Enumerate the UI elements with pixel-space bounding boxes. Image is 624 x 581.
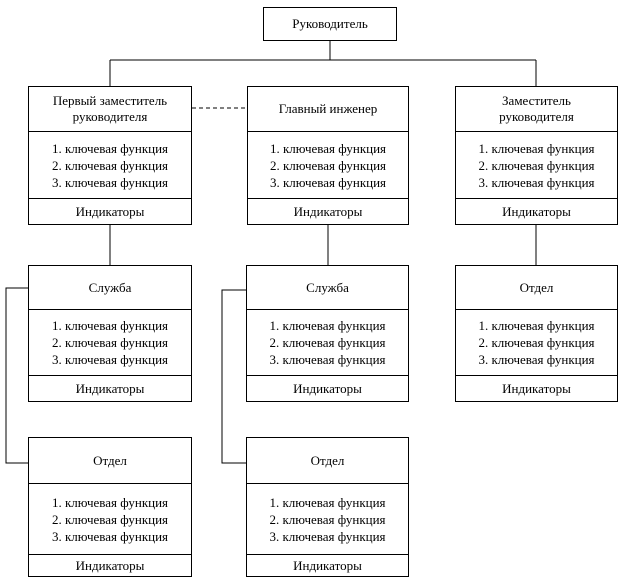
unit-department-3: Отдел 1. ключевая функция 2. ключевая фу… bbox=[455, 265, 618, 402]
function-item: 3. ключевая функция bbox=[51, 352, 169, 367]
function-item: 2. ключевая функция bbox=[269, 157, 387, 173]
unit-chief-engineer: Главный инженер 1. ключевая функция 2. к… bbox=[247, 86, 409, 225]
unit-deputy: Заместитель руководителя 1. ключевая фун… bbox=[455, 86, 618, 225]
function-item: 3. ключевая функция bbox=[51, 174, 169, 190]
function-item: 3. ключевая функция bbox=[478, 174, 595, 190]
function-item: 2. ключевая функция bbox=[51, 511, 169, 527]
indicators-label: Индикаторы bbox=[247, 554, 408, 576]
unit-title: Отдел bbox=[456, 266, 617, 310]
function-item: 3. ключевая функция bbox=[269, 528, 386, 544]
functions-list: 1. ключевая функция 2. ключевая функция … bbox=[247, 310, 408, 375]
function-item: 1. ключевая функция bbox=[269, 140, 387, 156]
functions-list: 1. ключевая функция 2. ключевая функция … bbox=[456, 132, 617, 198]
function-item: 2. ключевая функция bbox=[478, 335, 595, 350]
functions-list: 1. ключевая функция 2. ключевая функция … bbox=[29, 132, 191, 198]
function-item: 3. ключевая функция bbox=[478, 352, 595, 367]
unit-title: Служба bbox=[29, 266, 191, 310]
indicators-label: Индикаторы bbox=[247, 375, 408, 401]
indicators-label: Индикаторы bbox=[29, 554, 191, 576]
functions-list: 1. ключевая функция 2. ключевая функция … bbox=[247, 484, 408, 554]
function-item: 2. ключевая функция bbox=[269, 335, 386, 350]
function-item: 2. ключевая функция bbox=[478, 157, 595, 173]
function-item: 1. ключевая функция bbox=[269, 494, 386, 510]
indicators-label: Индикаторы bbox=[248, 198, 408, 224]
unit-service-2: Служба 1. ключевая функция 2. ключевая ф… bbox=[246, 265, 409, 402]
functions-list: 1. ключевая функция 2. ключевая функция … bbox=[29, 310, 191, 375]
function-item: 1. ключевая функция bbox=[478, 318, 595, 333]
unit-first-deputy: Первый заместитель руководителя 1. ключе… bbox=[28, 86, 192, 225]
function-item: 2. ключевая функция bbox=[51, 157, 169, 173]
function-item: 2. ключевая функция bbox=[269, 511, 386, 527]
function-item: 3. ключевая функция bbox=[51, 528, 169, 544]
function-item: 1. ключевая функция bbox=[51, 140, 169, 156]
functions-list: 1. ключевая функция 2. ключевая функция … bbox=[456, 310, 617, 375]
function-item: 1. ключевая функция bbox=[51, 494, 169, 510]
indicators-label: Индикаторы bbox=[456, 375, 617, 401]
head-box: Руководитель bbox=[263, 7, 397, 41]
function-item: 1. ключевая функция bbox=[51, 318, 169, 333]
functions-list: 1. ключевая функция 2. ключевая функция … bbox=[29, 484, 191, 554]
unit-department-1: Отдел 1. ключевая функция 2. ключевая фу… bbox=[28, 437, 192, 577]
indicators-label: Индикаторы bbox=[456, 198, 617, 224]
connector-service-1-department-1 bbox=[5, 287, 29, 464]
unit-title: Заместитель руководителя bbox=[456, 87, 617, 132]
function-item: 2. ключевая функция bbox=[51, 335, 169, 350]
function-item: 3. ключевая функция bbox=[269, 174, 387, 190]
function-item: 1. ключевая функция bbox=[269, 318, 386, 333]
indicators-label: Индикаторы bbox=[29, 375, 191, 401]
unit-title: Отдел bbox=[247, 438, 408, 484]
function-item: 1. ключевая функция bbox=[478, 140, 595, 156]
indicators-label: Индикаторы bbox=[29, 198, 191, 224]
connector-service-2-department-2 bbox=[221, 289, 246, 464]
unit-title: Служба bbox=[247, 266, 408, 310]
unit-department-2: Отдел 1. ключевая функция 2. ключевая фу… bbox=[246, 437, 409, 577]
unit-title: Главный инженер bbox=[248, 87, 408, 132]
unit-title: Отдел bbox=[29, 438, 191, 484]
functions-list: 1. ключевая функция 2. ключевая функция … bbox=[248, 132, 408, 198]
head-title: Руководитель bbox=[292, 16, 368, 31]
unit-service-1: Служба 1. ключевая функция 2. ключевая ф… bbox=[28, 265, 192, 402]
function-item: 3. ключевая функция bbox=[269, 352, 386, 367]
unit-title: Первый заместитель руководителя bbox=[29, 87, 191, 132]
